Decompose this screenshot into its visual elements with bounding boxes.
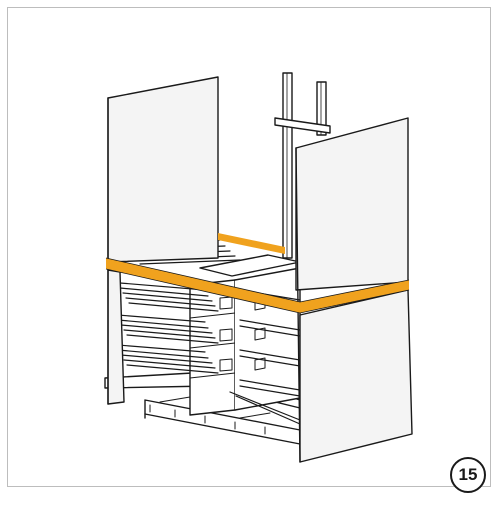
main-strap (106, 258, 409, 313)
left-wrap-sheet (107, 76, 219, 405)
figure-frame (7, 7, 491, 487)
right-wrap-sheet (295, 117, 413, 463)
upper-strap (218, 233, 285, 254)
step-number-badge: 15 (450, 457, 486, 493)
strap-bands (105, 233, 410, 314)
mast-posts (274, 72, 331, 259)
